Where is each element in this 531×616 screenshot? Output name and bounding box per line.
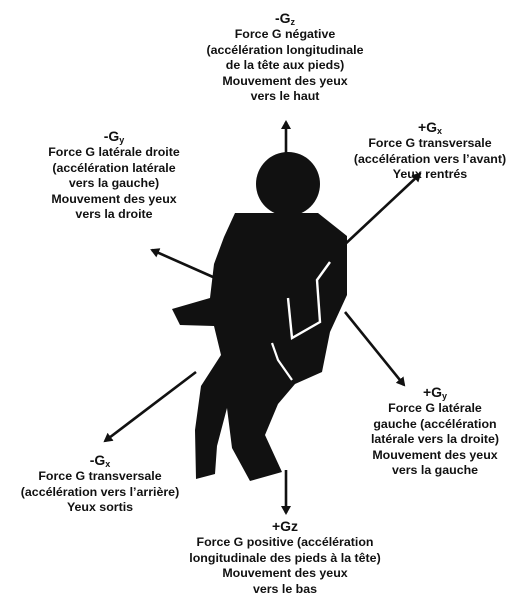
label-pos-gy: +Gy Force G latérale gauche (accélératio… bbox=[340, 384, 530, 479]
label-line: gauche (accélération bbox=[373, 416, 497, 431]
label-heading: -Gy bbox=[103, 128, 125, 145]
label-line: Yeux rentrés bbox=[392, 167, 468, 181]
figure-head bbox=[256, 152, 320, 216]
label-line: Mouvement des yeux bbox=[51, 191, 177, 206]
label-line: vers la gauche bbox=[391, 463, 479, 477]
label-line: Mouvement des yeux bbox=[222, 566, 348, 580]
label-line: vers la droite bbox=[75, 207, 153, 221]
label-line: latérale vers la droite) bbox=[370, 432, 500, 446]
label-line: de la tête aux pieds) bbox=[225, 58, 345, 72]
label-line: Mouvement des yeux bbox=[372, 447, 498, 462]
label-line: vers le haut bbox=[250, 89, 320, 103]
label-line: Force G transversale bbox=[368, 136, 492, 150]
seated-figure bbox=[172, 152, 347, 481]
label-line: Force G transversale bbox=[38, 469, 162, 483]
label-heading: -Gz bbox=[274, 10, 296, 27]
arrow-neg-gy bbox=[150, 248, 214, 279]
label-line: Force G positive (accélération bbox=[196, 535, 374, 549]
label-line: (accélération vers l’avant) bbox=[353, 151, 507, 166]
label-line: Force G latérale droite bbox=[48, 145, 180, 159]
label-line: vers la gauche) bbox=[68, 176, 160, 190]
label-heading: +Gx bbox=[417, 119, 443, 136]
label-line: Yeux sortis bbox=[66, 500, 134, 514]
label-line: vers le bas bbox=[252, 581, 318, 596]
arrow-pos-gy bbox=[343, 311, 406, 387]
figure-body bbox=[172, 213, 347, 481]
label-line: Mouvement des yeux bbox=[222, 73, 348, 88]
label-neg-gx: -Gx Force G transversale (accélération v… bbox=[0, 452, 200, 516]
label-pos-gz: +Gz Force G positive (accélération longi… bbox=[150, 518, 420, 597]
label-line: longitudinale des pieds à la tête) bbox=[189, 550, 381, 565]
label-line: (accélération latérale bbox=[52, 160, 176, 175]
label-heading: -Gx bbox=[89, 452, 111, 469]
label-line: (accélération longitudinale bbox=[206, 42, 364, 57]
label-neg-gz: -Gz Force G négative (accélération longi… bbox=[140, 10, 430, 105]
label-line: (accélération vers l’arrière) bbox=[20, 484, 180, 499]
arrow-pos-gx bbox=[341, 172, 422, 248]
arrow-neg-gx bbox=[103, 370, 197, 443]
label-heading: +Gz bbox=[271, 518, 299, 534]
label-pos-gx: +Gx Force G transversale (accélération v… bbox=[340, 119, 520, 183]
arm-outline bbox=[286, 261, 331, 340]
leg-outline bbox=[270, 342, 293, 381]
label-line: Force G latérale bbox=[388, 401, 482, 415]
label-neg-gy: -Gy Force G latérale droite (accélératio… bbox=[14, 128, 214, 223]
label-line: Force G négative bbox=[234, 27, 336, 41]
label-heading: +Gy bbox=[422, 384, 448, 401]
